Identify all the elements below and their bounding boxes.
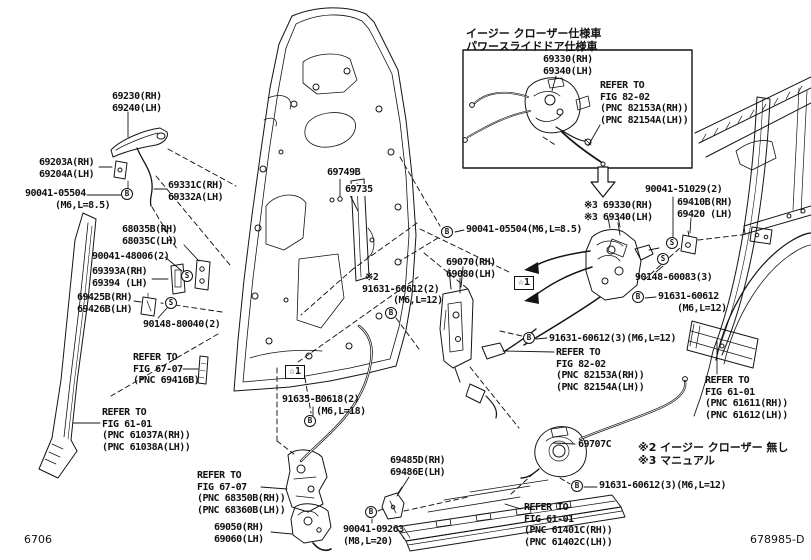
main-cable-drawing [299, 324, 373, 463]
label-spec-notes: ※2 イージー クローザー 無し※3 マニュアル [638, 441, 789, 467]
label-69393A-69394: 69393A(RH)69394 (LH) [92, 266, 148, 289]
left-pillar-drawing [38, 212, 97, 479]
label-90041-05504-mid: 90041-05504(M6,L=8.5) [466, 224, 582, 236]
screw-marker: S [165, 297, 177, 309]
label-91631-60612-3-upper: 91631-60612(3)(M6,L=12) [549, 333, 676, 344]
leader-lines [72, 75, 718, 535]
label-90041-09263: 90041-09263(M8,L=20) [343, 524, 404, 547]
label-69707C: 69707C [578, 439, 612, 450]
outside-handle-drawing [110, 127, 168, 207]
label-90041-48006: 90041-48006(2) [92, 251, 170, 262]
bolt-marker: B [441, 226, 453, 238]
screw-marker: S [181, 270, 193, 282]
label-69330-69340-inset: 69330(RH)69340(LH) [543, 54, 593, 77]
down-arrow [590, 166, 616, 198]
small-parts-drawing [140, 196, 343, 385]
label-69425B-69426B: 69425B(RH)69426B(LH) [77, 292, 133, 315]
bolt-marker: B [385, 307, 397, 319]
screw-marker: S [657, 253, 669, 265]
label-91631-60612-right: 91631-60612(M6,L=12) [658, 291, 727, 314]
label-69203A-69204A: 69203A(RH)69204A(LH) [39, 157, 95, 180]
inset-box-drawing [462, 49, 693, 169]
star1-marker-mid: ☆1 [514, 276, 535, 290]
bolt-marker: B [121, 188, 133, 200]
drawing-code: 678985-D [750, 533, 805, 546]
body-side-drawing [686, 76, 811, 417]
label-69330-69340-x3: ※3 69330(RH)※3 69340(LH) [584, 200, 653, 223]
star1-marker-lower: ☆1 [285, 365, 306, 379]
sill-drawing [395, 479, 626, 552]
label-easy-closer-caption: イージー クローザー仕様車パワースライドドア仕様車 [466, 27, 602, 53]
bolt-marker: B [632, 291, 644, 303]
label-90148-80040: 90148-80040(2) [143, 319, 221, 330]
label-69230-69240: 69230(RH)69240(LH) [112, 91, 162, 114]
figure-number: 6706 [24, 533, 52, 546]
label-69050-69060: 69050(RH)69060(LH) [214, 522, 264, 545]
label-69485D-69486E: 69485D(RH)69486E(LH) [390, 455, 446, 478]
lock-69070-drawing [439, 266, 537, 419]
lower-latch-drawing [285, 449, 332, 552]
label-90041-51029: 90041-51029(2) [645, 184, 723, 195]
label-69735: 69735 [345, 184, 373, 196]
label-91631-60612-3-lower: 91631-60612(3)(M6,L=12) [599, 480, 726, 491]
check-69485-drawing [381, 486, 405, 520]
lock-69330-drawing [523, 216, 698, 346]
label-69410B-69420: 69410B(RH)69420 (LH) [677, 197, 733, 220]
label-69749B: 69749B [327, 167, 361, 179]
label-69070-69080: 69070(RH)69080(LH) [446, 257, 496, 280]
label-91635-B0618: 91635-B0618(2)(M6,L=18) [282, 394, 366, 417]
screw-marker: S [666, 237, 678, 249]
bolt-marker: B [571, 480, 583, 492]
bolt-marker: B [304, 415, 316, 427]
cable-69707-drawing [520, 376, 688, 479]
label-69331C-69332A: 69331C(RH)69332A(LH) [168, 180, 224, 203]
bolt-marker: B [365, 506, 377, 518]
bolt-marker: B [523, 332, 535, 344]
label-90148-60083: 90148-60083(3) [635, 272, 713, 283]
label-68035B-68035C: 68035B(RH)68035C(LH) [122, 224, 178, 247]
dashed-lines [110, 136, 750, 512]
label-90041-05504: 90041-05504(M6,L=8.5) [25, 188, 111, 211]
door-panel-drawing [233, 7, 417, 392]
